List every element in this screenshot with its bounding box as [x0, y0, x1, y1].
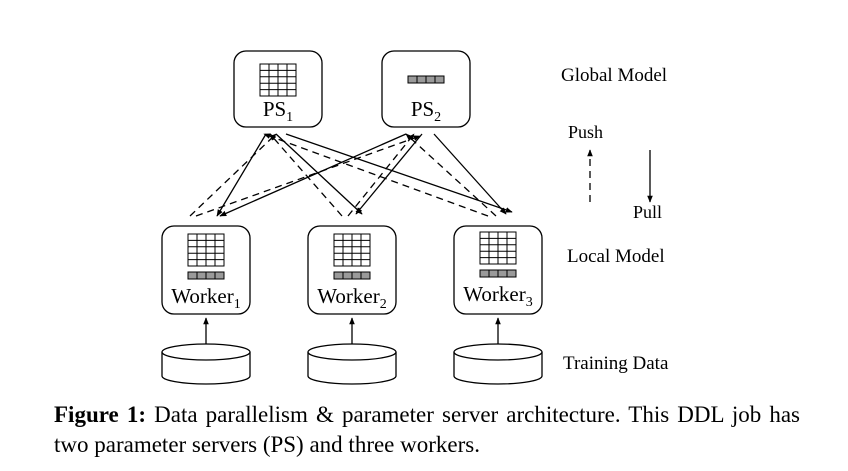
- pull-arrows: [216, 133, 513, 217]
- ps1-box: PS1: [233, 50, 323, 128]
- training-data-cylinder-icon: [453, 343, 543, 385]
- training-data-label: Training Data: [563, 353, 669, 374]
- worker2-label: Worker2: [317, 284, 386, 312]
- data-feed-arrows: [203, 317, 501, 345]
- local-model-vector-icon: [187, 271, 225, 280]
- local-model-grid-icon: [187, 233, 225, 267]
- training-data-cylinder-icon: [307, 343, 397, 385]
- push-arrow: [405, 133, 497, 217]
- pull-arrow: [216, 133, 267, 217]
- worker1-label: Worker1: [171, 284, 240, 312]
- figure-label: Figure 1:: [54, 402, 147, 427]
- local-model-grid-icon: [333, 233, 371, 267]
- worker3-label: Worker3: [463, 282, 532, 310]
- push-arrows: [189, 133, 497, 217]
- push-arrow: [269, 133, 343, 217]
- worker2-box: Worker2: [307, 225, 397, 315]
- pull-arrow: [355, 133, 423, 215]
- local-model-vector-icon: [333, 271, 371, 280]
- push-arrow: [195, 135, 421, 217]
- local-model-label: Local Model: [567, 246, 665, 267]
- architecture-diagram: PS1 PS2 Worker1: [161, 50, 669, 385]
- local-model-grid-icon: [479, 231, 517, 265]
- pull-arrow: [275, 133, 363, 215]
- training-data-cylinder-icon: [161, 343, 251, 385]
- pull-arrow: [219, 133, 407, 217]
- local-model-vector-icon: [479, 269, 517, 278]
- global-model-label: Global Model: [561, 65, 667, 86]
- pull-arrow: [433, 133, 507, 215]
- caption-text: Data parallelism & parameter server arch…: [54, 402, 800, 457]
- pull-label: Pull: [633, 202, 662, 222]
- figure-caption: Figure 1: Data parallelism & parameter s…: [54, 400, 800, 460]
- push-arrow: [347, 133, 415, 217]
- pull-arrow: [285, 133, 513, 213]
- global-model-grid-icon: [259, 63, 297, 97]
- ps2-box: PS2: [381, 50, 471, 128]
- push-arrow: [263, 133, 489, 217]
- push-label: Push: [568, 122, 603, 142]
- legend: Push Pull: [568, 122, 662, 222]
- worker3-box: Worker3: [453, 225, 543, 315]
- ps2-label: PS2: [411, 97, 441, 125]
- ps1-label: PS1: [263, 97, 293, 125]
- push-arrow: [189, 133, 277, 217]
- global-model-vector-icon: [407, 75, 445, 84]
- worker1-box: Worker1: [161, 225, 251, 315]
